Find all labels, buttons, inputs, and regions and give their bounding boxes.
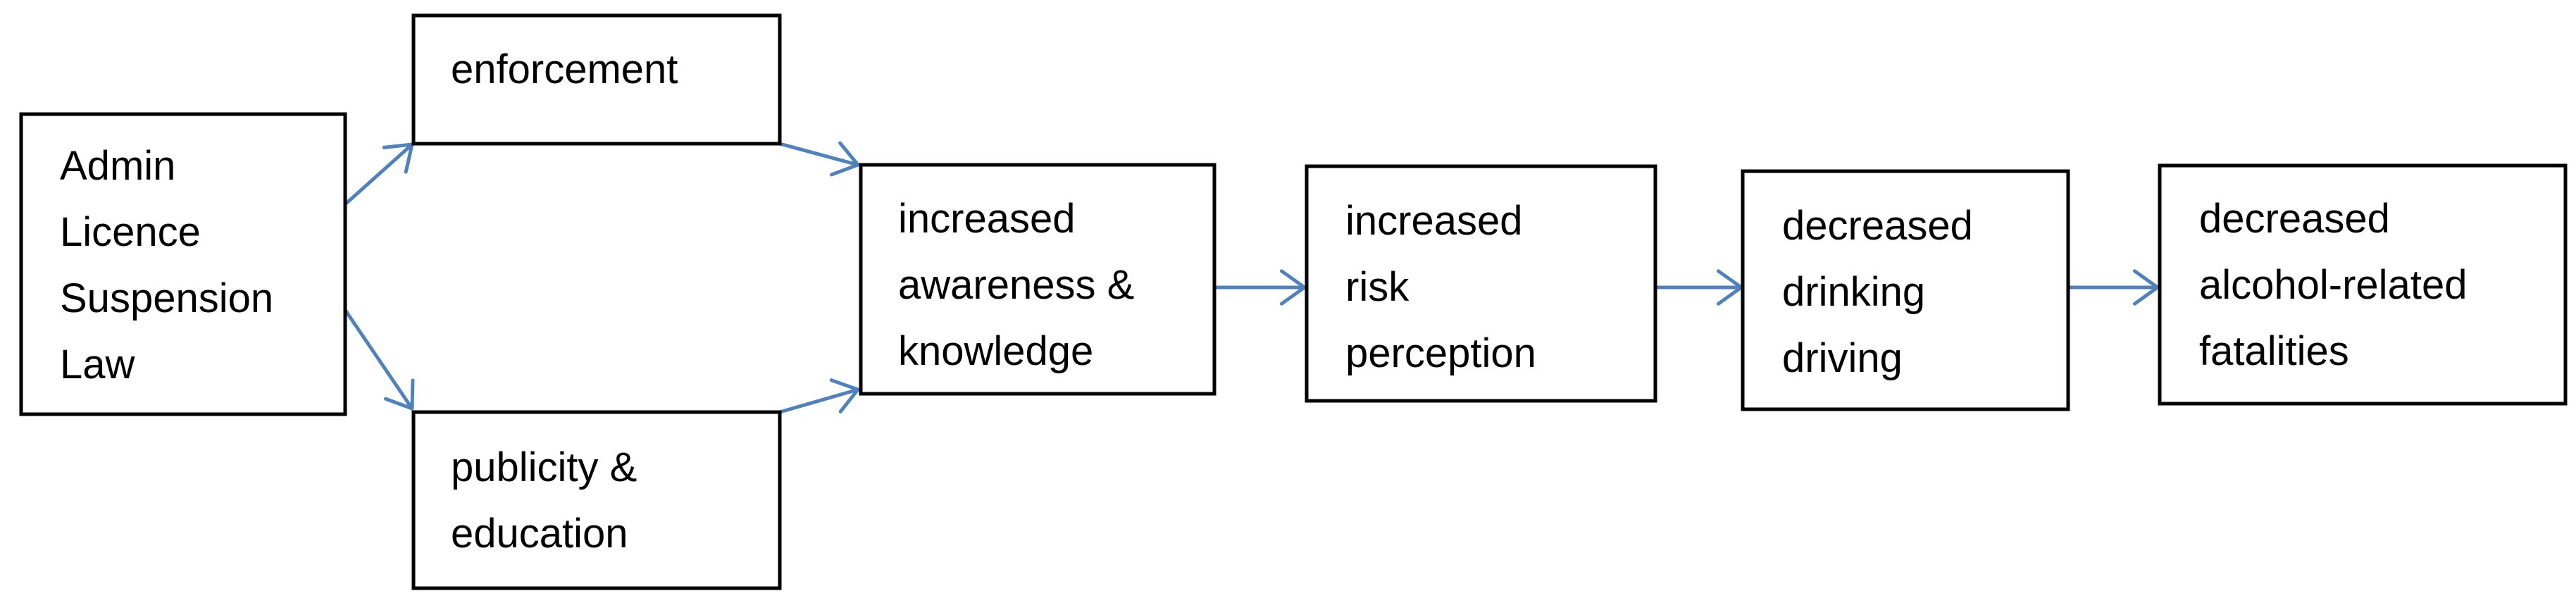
node-label-line: driving bbox=[1782, 335, 1903, 381]
node-fatalities: decreased alcohol-related fatalities bbox=[2158, 163, 2568, 406]
node-box bbox=[411, 410, 782, 590]
node-label-line: perception bbox=[1345, 330, 1536, 376]
node-publicity: publicity & education bbox=[411, 410, 782, 590]
node-box bbox=[1305, 164, 1657, 403]
node-label-line: fatalities bbox=[2199, 328, 2349, 374]
edges-layer bbox=[343, 141, 2160, 414]
arrow-risk-to-drinking bbox=[1655, 269, 1743, 306]
node-label-line: Suspension bbox=[60, 275, 273, 321]
arrow-law-to-publicity bbox=[343, 309, 415, 411]
arrow-enforcement-to-awareness bbox=[779, 141, 860, 177]
arrow-line bbox=[344, 143, 413, 206]
arrow-awareness-to-risk bbox=[1214, 269, 1307, 306]
node-label-line: risk bbox=[1345, 264, 1410, 310]
node-drinking: decreased drinking driving bbox=[1741, 169, 2070, 411]
node-label-line: increased bbox=[1345, 198, 1522, 244]
arrow-line bbox=[779, 387, 859, 414]
arrow-line bbox=[343, 309, 414, 410]
arrow-law-to-enforcement bbox=[344, 142, 414, 206]
node-label-line: alcohol-related bbox=[2199, 262, 2467, 308]
node-label-line: awareness & bbox=[898, 262, 1134, 308]
node-label-line: knowledge bbox=[898, 328, 1093, 374]
node-label-line: publicity & bbox=[451, 445, 637, 490]
node-awareness: increased awareness & knowledge bbox=[859, 163, 1217, 396]
node-box bbox=[859, 163, 1217, 396]
arrow-line bbox=[779, 142, 859, 167]
arrow-head-icon bbox=[383, 378, 415, 411]
arrow-head-icon bbox=[830, 141, 860, 177]
node-box bbox=[19, 112, 347, 416]
node-label-line: Admin bbox=[60, 143, 175, 189]
node-label-line: education bbox=[451, 511, 628, 557]
node-label-line: increased bbox=[898, 196, 1075, 242]
arrow-drinking-to-fatalities bbox=[2068, 269, 2160, 306]
node-label-line: drinking bbox=[1782, 269, 1925, 315]
node-label-line: decreased bbox=[2199, 196, 2390, 242]
node-risk: increased risk perception bbox=[1305, 164, 1657, 403]
arrow-head-icon bbox=[829, 378, 860, 414]
node-enforcement: enforcement bbox=[411, 13, 782, 146]
node-label-line: Law bbox=[60, 342, 136, 387]
node-label-line: Licence bbox=[60, 209, 201, 255]
arrow-head-icon bbox=[1279, 269, 1307, 306]
node-box bbox=[1741, 169, 2070, 411]
node-label-line: decreased bbox=[1782, 203, 1973, 249]
arrow-head-icon bbox=[2132, 269, 2160, 306]
node-box bbox=[411, 13, 782, 146]
node-label-line: enforcement bbox=[451, 46, 678, 92]
node-box bbox=[2158, 163, 2568, 406]
arrow-publicity-to-awareness bbox=[779, 378, 860, 414]
